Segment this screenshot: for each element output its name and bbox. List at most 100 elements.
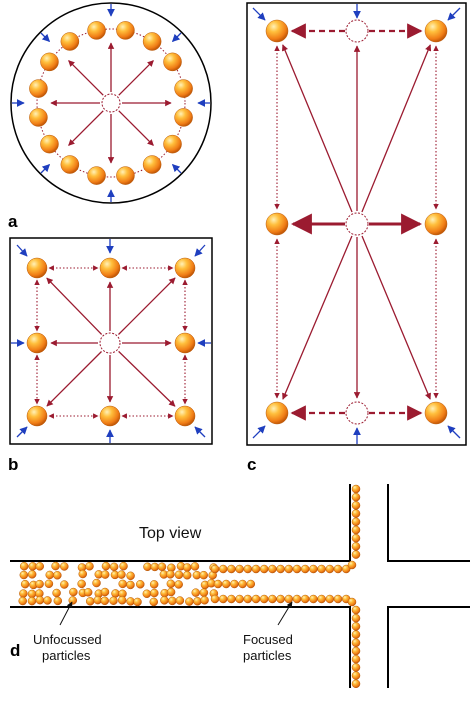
- particle: [136, 580, 145, 589]
- particle: [109, 596, 118, 605]
- particle: [99, 257, 121, 279]
- center-arrow: [118, 350, 176, 407]
- particle: [160, 596, 169, 605]
- particle-spacing-links: [36, 28, 186, 178]
- particle-spacing-links: [34, 265, 188, 419]
- panel-label-b: b: [8, 455, 18, 474]
- particle: [149, 597, 159, 607]
- particle: [53, 596, 63, 606]
- focused-label-line1: Focused: [243, 632, 293, 647]
- particle: [85, 562, 94, 571]
- unfocused-label-line1: Unfocussed: [33, 632, 102, 647]
- particle: [20, 579, 30, 589]
- particle: [351, 542, 361, 551]
- center-arrow: [361, 235, 431, 400]
- center-arrow: [68, 110, 104, 146]
- particle: [163, 134, 182, 154]
- particle: [166, 587, 176, 597]
- panel-label-d: d: [10, 641, 20, 660]
- particle: [117, 570, 126, 579]
- particle: [174, 580, 183, 589]
- panel-a-circular-channel: [10, 2, 212, 204]
- center-arrow: [118, 110, 154, 146]
- particle: [351, 646, 361, 656]
- particle: [210, 594, 220, 604]
- particle: [341, 564, 351, 574]
- wall-arrow: [16, 244, 28, 257]
- particle: [347, 597, 357, 607]
- particle: [333, 564, 343, 574]
- particle: [317, 564, 326, 574]
- particle: [60, 155, 80, 174]
- center-arrow: [361, 44, 432, 213]
- particle: [149, 580, 159, 589]
- particle: [27, 570, 37, 579]
- particle: [52, 588, 61, 598]
- particle: [142, 32, 162, 51]
- particle: [351, 501, 361, 510]
- particle: [60, 580, 69, 589]
- particle: [142, 589, 152, 599]
- void-markers: [345, 19, 369, 425]
- wall-arrow: [252, 7, 266, 21]
- center-arrow: [281, 44, 353, 213]
- particle: [227, 594, 236, 604]
- particle: [78, 569, 88, 579]
- particle: [213, 579, 223, 589]
- particle: [193, 596, 202, 606]
- particle: [235, 594, 244, 604]
- particle: [133, 597, 142, 607]
- particle: [238, 579, 247, 589]
- particle: [251, 564, 261, 574]
- particle: [92, 578, 101, 588]
- focused-label-line2: particles: [243, 648, 292, 663]
- particle: [351, 484, 361, 494]
- center-void-marker: [101, 93, 121, 113]
- particle: [351, 517, 361, 527]
- spacing-ring: [36, 28, 186, 178]
- particle-spacing-links: [274, 23, 439, 421]
- panel-d-top-view-channel: [10, 484, 470, 689]
- void-marker: [345, 212, 369, 236]
- wall-arrow: [447, 425, 461, 439]
- particle: [35, 579, 44, 589]
- particle: [351, 654, 361, 664]
- particle: [424, 19, 448, 43]
- particle: [351, 509, 361, 518]
- wall-force-arrows: [252, 4, 461, 444]
- particle: [29, 108, 48, 127]
- particle: [68, 596, 78, 605]
- particle: [351, 533, 361, 543]
- circular-channel-wall: [10, 2, 212, 204]
- wall-arrow: [40, 32, 51, 43]
- particle: [174, 108, 193, 127]
- center-arrows: [46, 277, 176, 407]
- particle: [246, 579, 256, 589]
- square-channel-wall: [9, 237, 213, 445]
- center-arrows: [50, 42, 172, 164]
- particle: [300, 594, 310, 604]
- particle: [221, 579, 231, 589]
- void-marker: [345, 19, 369, 43]
- wall-arrow: [171, 163, 182, 174]
- particle: [424, 212, 448, 236]
- particle: [218, 594, 228, 604]
- particle-pairs: [265, 19, 448, 425]
- particle: [119, 561, 128, 571]
- particle: [351, 605, 361, 615]
- channel-upper-wall: [10, 484, 351, 562]
- particle: [85, 597, 95, 606]
- particle: [143, 562, 152, 572]
- particle: [26, 257, 48, 279]
- particle: [235, 564, 244, 574]
- particle: [243, 594, 253, 604]
- center-arrows: [281, 44, 432, 400]
- particle: [116, 166, 135, 185]
- wall-arrow: [194, 426, 206, 438]
- particle: [150, 562, 160, 572]
- particle: [424, 401, 448, 425]
- particle: [230, 579, 239, 589]
- particle: [259, 564, 269, 574]
- center-arrow: [46, 277, 103, 335]
- particle: [157, 562, 167, 572]
